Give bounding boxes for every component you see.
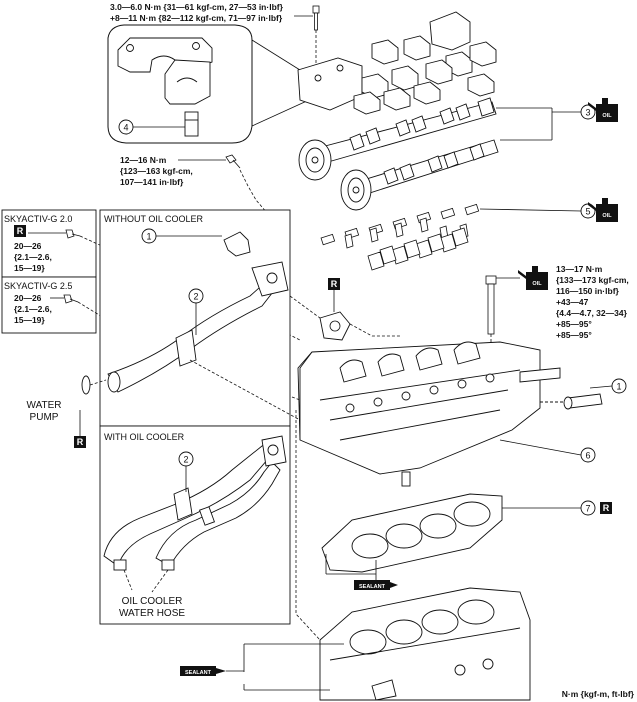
r-badge: R [331, 279, 338, 289]
top-torque-line1: 3.0—6.0 N·m {31—61 kgf-cm, 27—53 in·lbf} [110, 2, 284, 12]
svg-text:5: 5 [585, 207, 590, 217]
skyactiv-g20-torque-1: 20—26 [14, 241, 42, 251]
oil-can-icon: OIL [588, 98, 618, 122]
r-badge: R [603, 503, 610, 513]
skyactiv-g20-box: SKYACTIV-G 2.0 R 20—26 {2.1—2.6, 15—19} [1, 209, 97, 278]
svg-text:2: 2 [183, 455, 188, 465]
svg-text:SEALANT: SEALANT [359, 584, 386, 590]
with-oil-cooler-panel: WITH OIL COOLER 2 OIL COOLER WATER HOSE [99, 425, 291, 625]
head-bolt-torque-6: +85—95° [556, 319, 592, 329]
svg-text:OIL: OIL [532, 281, 542, 287]
top-torque-label: 3.0—6.0 N·m {31—61 kgf-cm, 27—53 in·lbf}… [110, 2, 313, 23]
skyactiv-g25-box: SKYACTIV-G 2.5 20—26 {2.1—2.6, 15—19} [1, 276, 97, 334]
oil-cooler-hose-label-2: WATER HOSE [119, 608, 185, 619]
svg-text:SEALANT: SEALANT [185, 670, 212, 676]
water-outlet-gasket: R [289, 278, 400, 341]
r-badge: R [17, 226, 24, 236]
svg-text:1: 1 [146, 232, 151, 242]
svg-text:OIL: OIL [602, 213, 612, 219]
detail-bubble: 4 [107, 24, 321, 144]
skyactiv-g25-torque-1: 20—26 [14, 293, 42, 303]
svg-text:3: 3 [585, 108, 590, 118]
oil-can-icon: OIL [588, 198, 618, 222]
skyactiv-g20-title: SKYACTIV-G 2.0 [4, 214, 72, 224]
callout-1-upper: 1 [141, 228, 222, 244]
svg-text:2: 2 [193, 292, 198, 302]
callout-6: 6 [499, 439, 596, 463]
water-pump-label-2: PUMP [30, 412, 59, 423]
head-bolt-torque-1: 13—17 N·m [556, 264, 603, 274]
svg-text:OIL: OIL [602, 113, 612, 119]
head-bolt-torque: OIL 13—17 N·m {133—173 kgf-cm, 116—150 i… [496, 264, 629, 340]
with-oil-cooler-title: WITH OIL COOLER [104, 432, 185, 442]
callout-7: 7 R [502, 500, 612, 516]
camshaft-caps [297, 11, 497, 115]
sealant-tube-lower: SEALANT [180, 643, 344, 691]
callout-5: 5 [479, 203, 596, 219]
water-pump-label-1: WATER [27, 400, 62, 411]
svg-text:1: 1 [616, 382, 621, 392]
head-bolt-torque-5: {4.4—4.7, 32—34} [556, 308, 628, 318]
callout-4: 4 [118, 119, 185, 135]
svg-text:7: 7 [585, 504, 590, 514]
water-pump-ref: WATER PUMP R [27, 375, 107, 448]
sealant-tube-upper: SEALANT [325, 554, 398, 590]
head-bolt-torque-4: +43—47 [556, 297, 589, 307]
cylinder-head [297, 341, 561, 487]
head-bolt-torque-7: +85—95° [556, 330, 592, 340]
cylinder-block [319, 587, 531, 701]
mid-torque-line3: 107—141 in·lbf} [120, 177, 184, 187]
skyactiv-g25-torque-2: {2.1—2.6, [14, 304, 52, 314]
camshaft-cap-bolt [312, 5, 320, 65]
callout-2-lower: 2 [178, 451, 194, 492]
head-bolt-torque-2: {133—173 kgf-cm, [556, 275, 629, 285]
skyactiv-g20-torque-2: {2.1—2.6, [14, 252, 52, 262]
svg-text:6: 6 [585, 451, 590, 461]
rocker-arms [344, 217, 469, 271]
skyactiv-g25-torque-3: 15—19} [14, 315, 45, 325]
without-oil-cooler-title: WITHOUT OIL COOLER [104, 214, 204, 224]
mid-torque-line2: {123—163 kgf-cm, [120, 166, 193, 176]
callout-2-upper: 2 [188, 288, 204, 335]
skyactiv-g20-torque-3: 15—19} [14, 263, 45, 273]
top-torque-line2: +8—11 N·m {82—112 kgf-cm, 71—97 in·lbf} [110, 13, 283, 23]
mid-torque-line1: 12—16 N·m [120, 155, 167, 165]
camshafts [298, 97, 499, 211]
without-oil-cooler-panel: WITHOUT OIL COOLER 1 2 [99, 209, 291, 427]
head-gasket [321, 493, 503, 573]
callout-3: 3 [496, 104, 596, 141]
oil-cooler-hose-label-1: OIL COOLER [122, 596, 183, 607]
skyactiv-g25-title: SKYACTIV-G 2.5 [4, 281, 72, 291]
oil-can-icon: OIL [518, 266, 548, 290]
unit-note: N·m {kgf-m, ft-lbf} [562, 689, 635, 699]
svg-text:4: 4 [123, 123, 128, 133]
heater-hose-fitting [540, 393, 603, 410]
r-badge: R [77, 437, 84, 447]
head-bolt-torque-3: 116—150 in·lbf} [556, 286, 620, 296]
callout-1-right: 1 [589, 378, 627, 394]
